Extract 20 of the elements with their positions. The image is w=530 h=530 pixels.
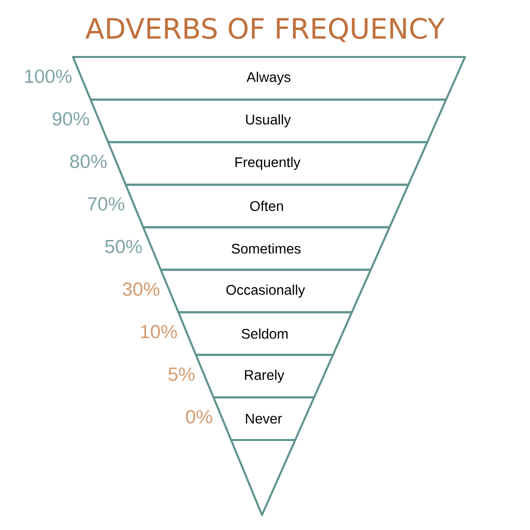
title: ADVERBS OF FREQUENCY bbox=[85, 18, 445, 42]
percentage-label: 50% bbox=[105, 240, 142, 254]
percentage-label: 5% bbox=[168, 368, 194, 381]
percentage-label: 10% bbox=[140, 324, 177, 338]
band: Frequently bbox=[107, 141, 428, 186]
percentage-label: 80% bbox=[70, 154, 107, 168]
funnel-tip bbox=[230, 439, 296, 516]
band: Often bbox=[124, 184, 410, 228]
percentage-label: 90% bbox=[52, 112, 90, 126]
band: Rarely bbox=[194, 354, 334, 398]
band: Occasionally bbox=[160, 268, 372, 314]
percentage-label: 0% bbox=[186, 410, 212, 424]
band: Always bbox=[72, 56, 466, 101]
percentage-label: 100% bbox=[25, 70, 72, 84]
percentage-label: 30% bbox=[122, 282, 160, 296]
band: Never bbox=[212, 396, 316, 441]
band: Usually bbox=[90, 98, 448, 144]
band: Seldom bbox=[177, 311, 353, 356]
band: Sometimes bbox=[142, 226, 391, 271]
percentage-label: 70% bbox=[88, 197, 124, 211]
